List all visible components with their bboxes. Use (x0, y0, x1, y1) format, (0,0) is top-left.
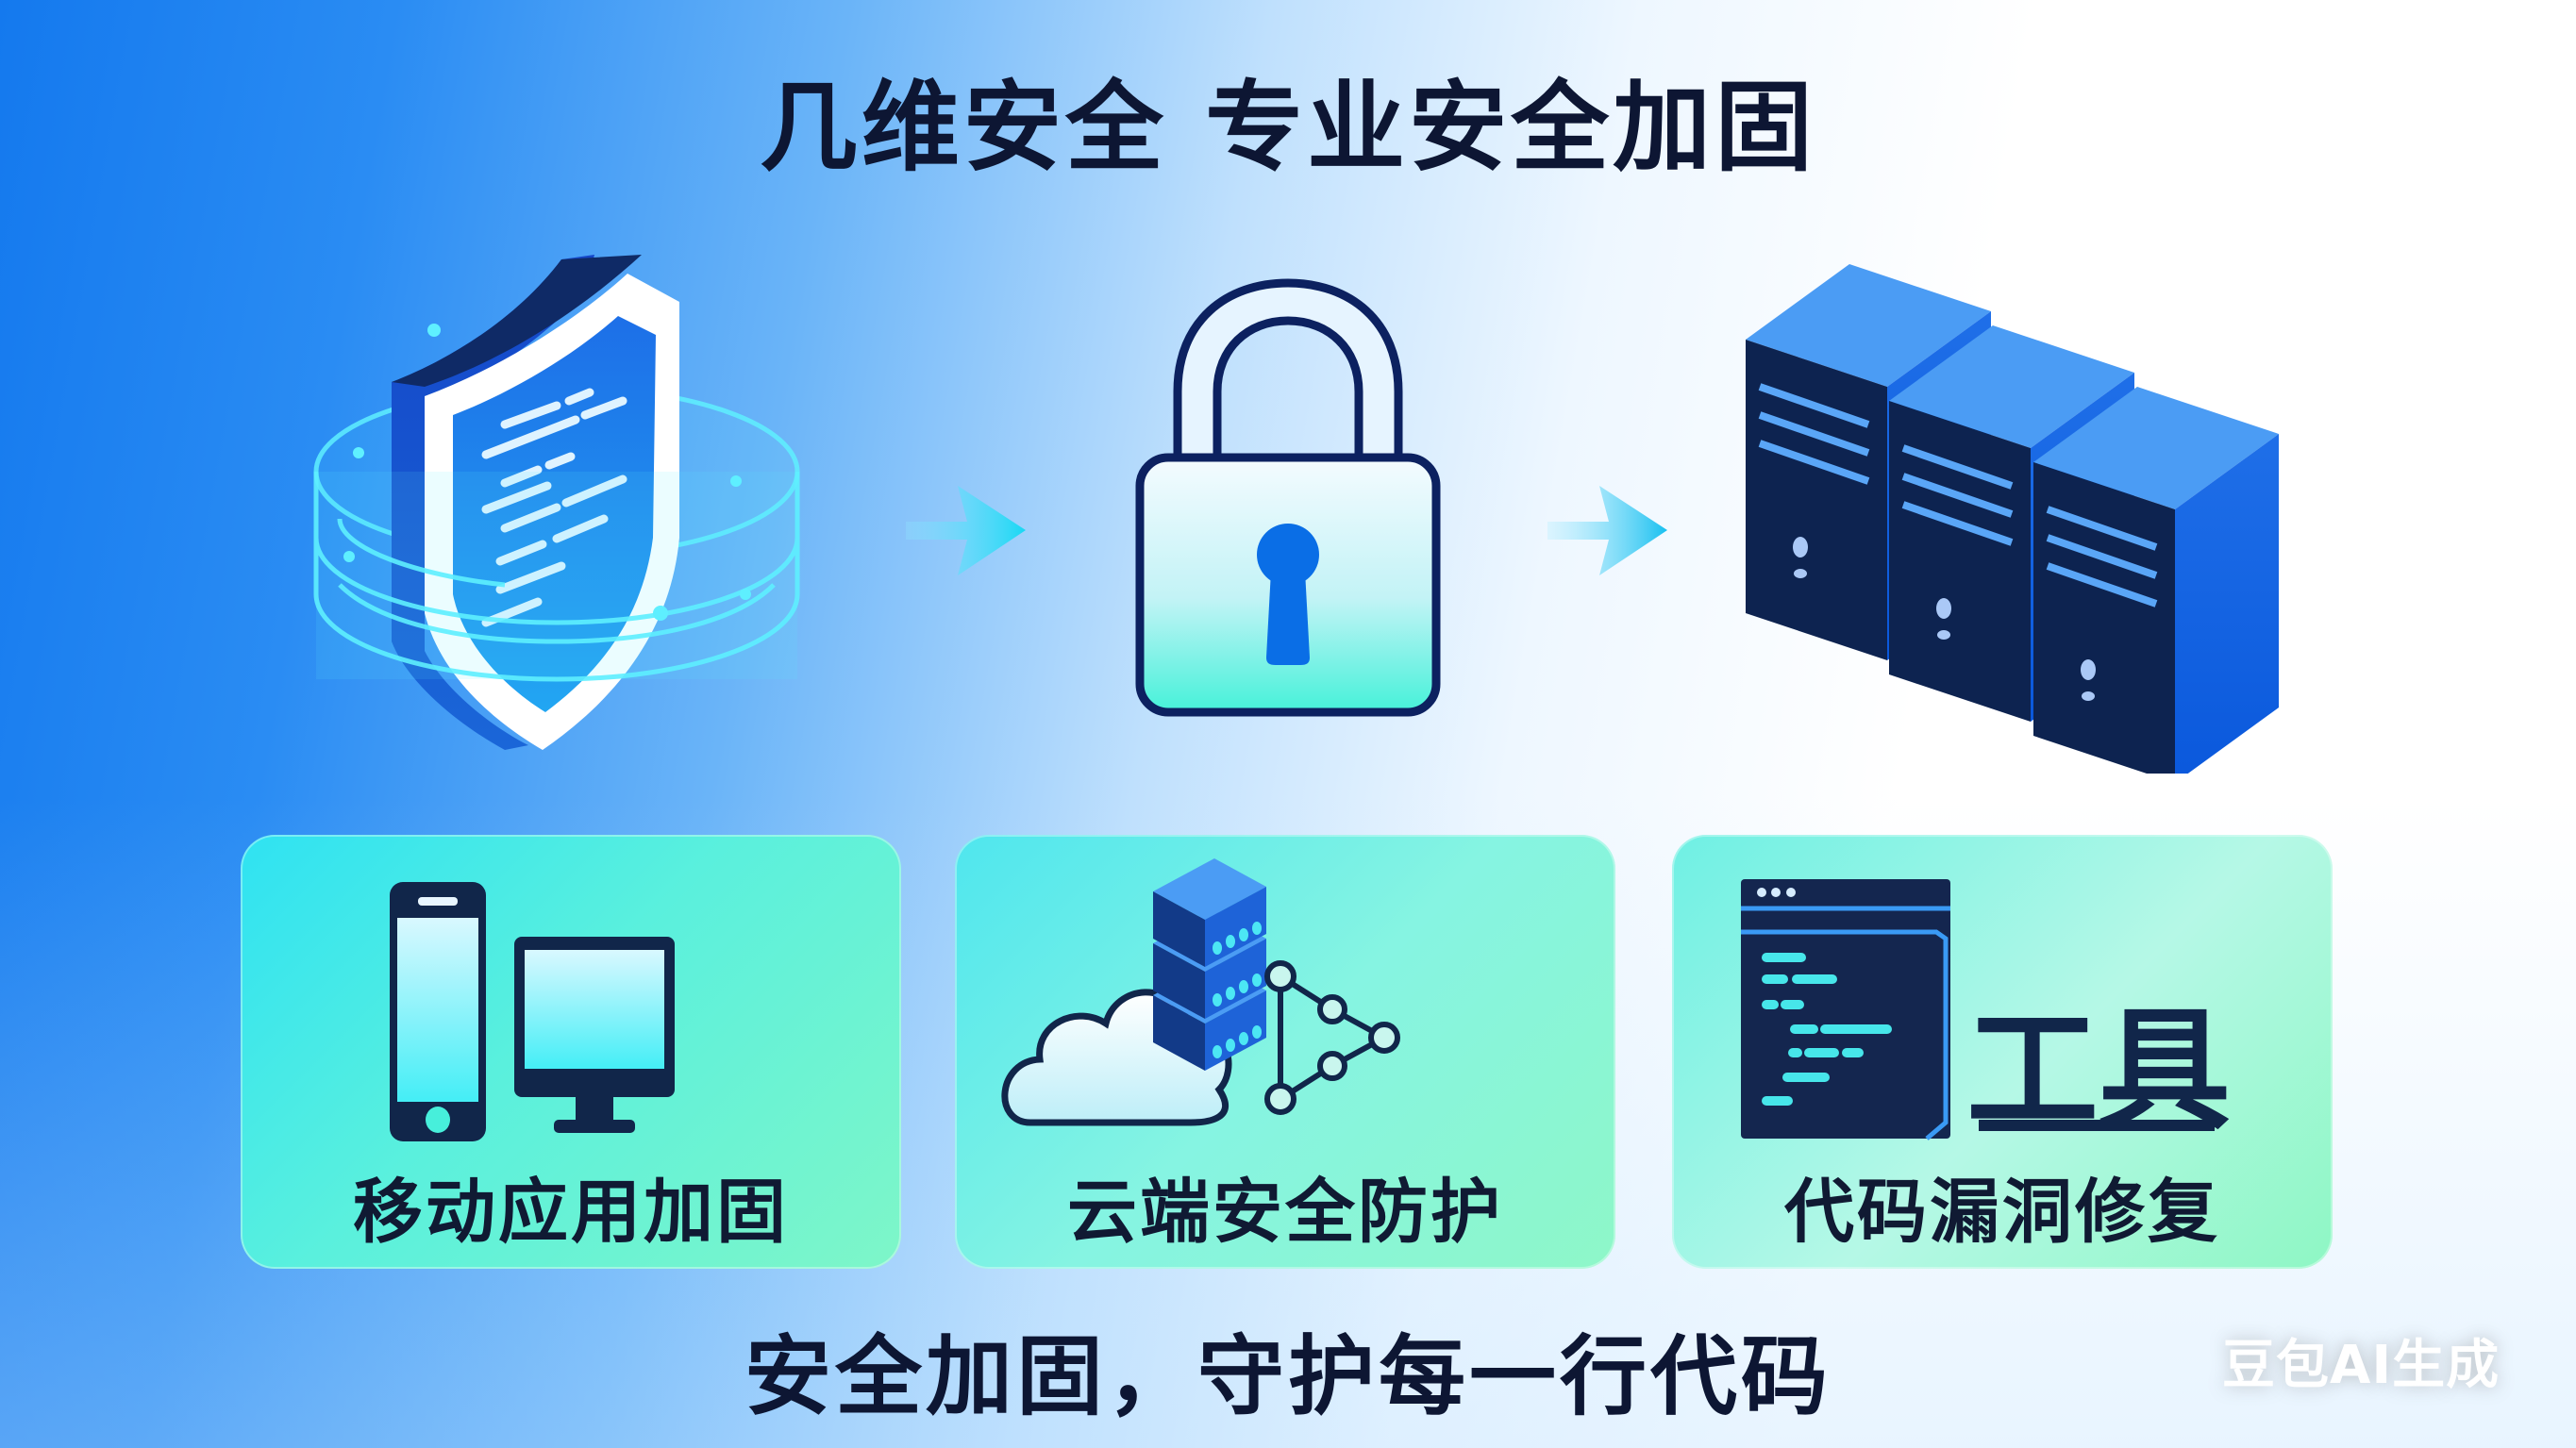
feature-card-code-vulnerability-fix: 工具 代码漏洞修复 (1672, 835, 2333, 1269)
server-tower (2033, 387, 2279, 774)
server-racks-icon (1746, 264, 2279, 774)
padlock-icon (1135, 278, 1441, 717)
arrow-right-icon (906, 486, 1026, 575)
card-label: 移动应用加固 (353, 1172, 789, 1253)
shield-code-icon (313, 255, 800, 750)
server-stack (1153, 858, 1266, 1071)
page-title: 几维安全 专业安全加固 (759, 70, 1817, 185)
phone-and-monitor-icon (390, 882, 675, 1141)
card-label: 云端安全防护 (1067, 1172, 1503, 1253)
cloud-server-network-icon (1001, 858, 1400, 1126)
footer-tagline: 安全加固，守护每一行代码 (744, 1326, 1832, 1427)
arrow-right-icon (1547, 486, 1667, 575)
watermark: 豆包AI生成 (2222, 1335, 2501, 1396)
card-label: 代码漏洞修复 (1784, 1172, 2220, 1253)
feature-card-mobile-app-hardening: 移动应用加固 (241, 835, 901, 1269)
feature-card-cloud-security: 云端安全防护 (955, 835, 1615, 1269)
network-nodes (1264, 960, 1400, 1115)
code-window-tool-icon: 工具 (1741, 879, 2231, 1148)
